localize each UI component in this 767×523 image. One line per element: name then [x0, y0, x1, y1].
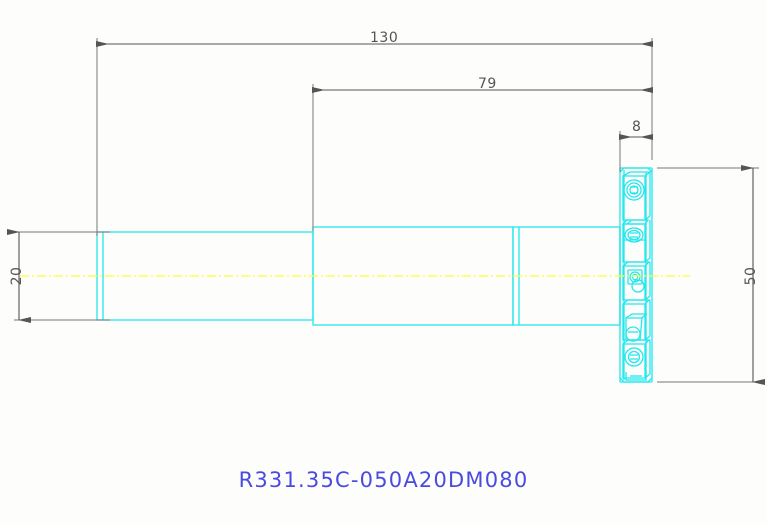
insert-lower [622, 339, 651, 379]
dimension-label-130: 130 [370, 30, 399, 46]
dimension-label-20: 20 [9, 266, 25, 286]
dimension-label-50: 50 [743, 266, 759, 286]
dimension-label-79: 79 [478, 76, 497, 92]
part-number-label: R331.35C-050A20DM080 [238, 468, 529, 492]
head-bottom-detail [625, 372, 647, 381]
dimension-label-8: 8 [632, 119, 642, 135]
